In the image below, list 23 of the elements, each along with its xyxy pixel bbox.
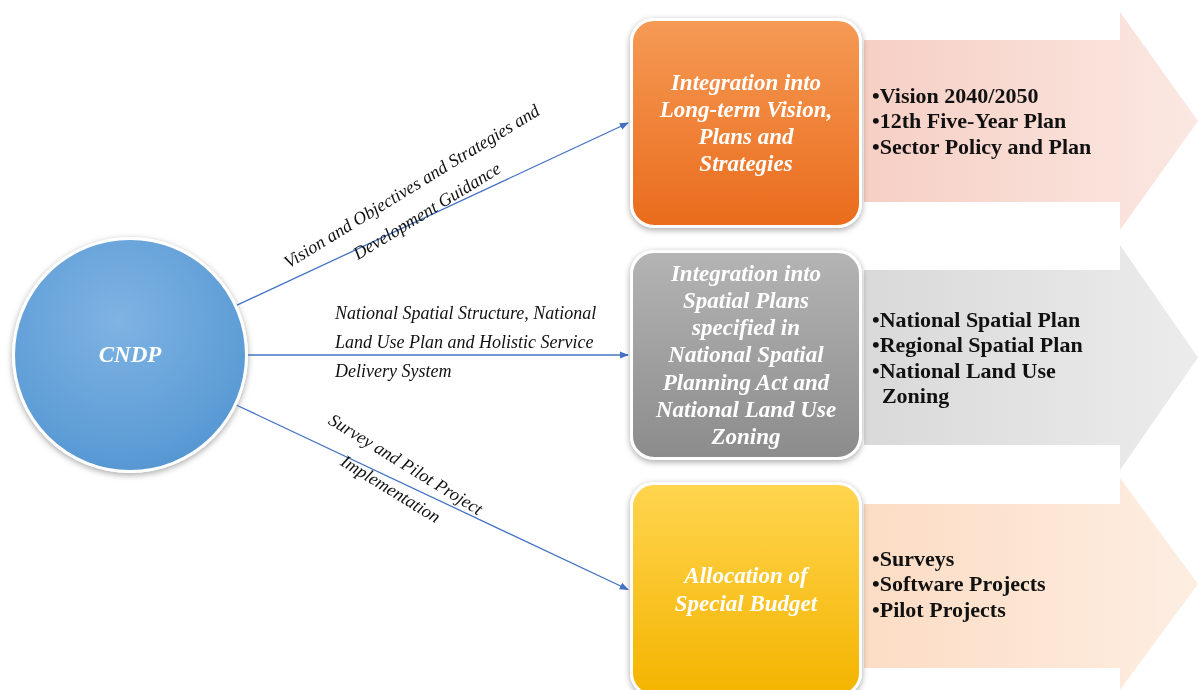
list-item: •National Land Use Zoning <box>872 357 1057 409</box>
list-item: •Pilot Projects <box>872 596 1006 622</box>
node-label: Integration into Long-term Vision, Plans and Strategies <box>658 68 834 178</box>
arrow <box>236 404 629 591</box>
arrow <box>236 122 629 306</box>
list-item: •Surveys <box>872 546 955 572</box>
node-label: Integration into Spatial Plans specified in National Spatial Planning Act and National Land Use Zoning <box>654 260 838 450</box>
arrow-band <box>864 245 1198 470</box>
process-box <box>630 18 862 228</box>
process-box <box>630 482 862 690</box>
arrow-band <box>864 478 1198 690</box>
arrow-band <box>864 12 1198 230</box>
list-item: •Regional Spatial Plan <box>872 332 1083 358</box>
list-item: •Vision 2040/2050 <box>872 83 1039 109</box>
node-label: CNDP <box>98 341 162 369</box>
arrow <box>247 351 629 359</box>
list-item: •Software Projects <box>872 571 1046 597</box>
edge-label: National Spatial Structure, National Land Use Plan and Holistic Service Delivery System <box>335 302 597 383</box>
list-item: •Sector Policy and Plan <box>872 133 1092 159</box>
node-label: Allocation of Special Budget <box>673 562 819 617</box>
list-item: •National Spatial Plan <box>872 306 1081 333</box>
process-box <box>630 250 862 460</box>
list-item: •12th Five-Year Plan <box>872 108 1067 134</box>
